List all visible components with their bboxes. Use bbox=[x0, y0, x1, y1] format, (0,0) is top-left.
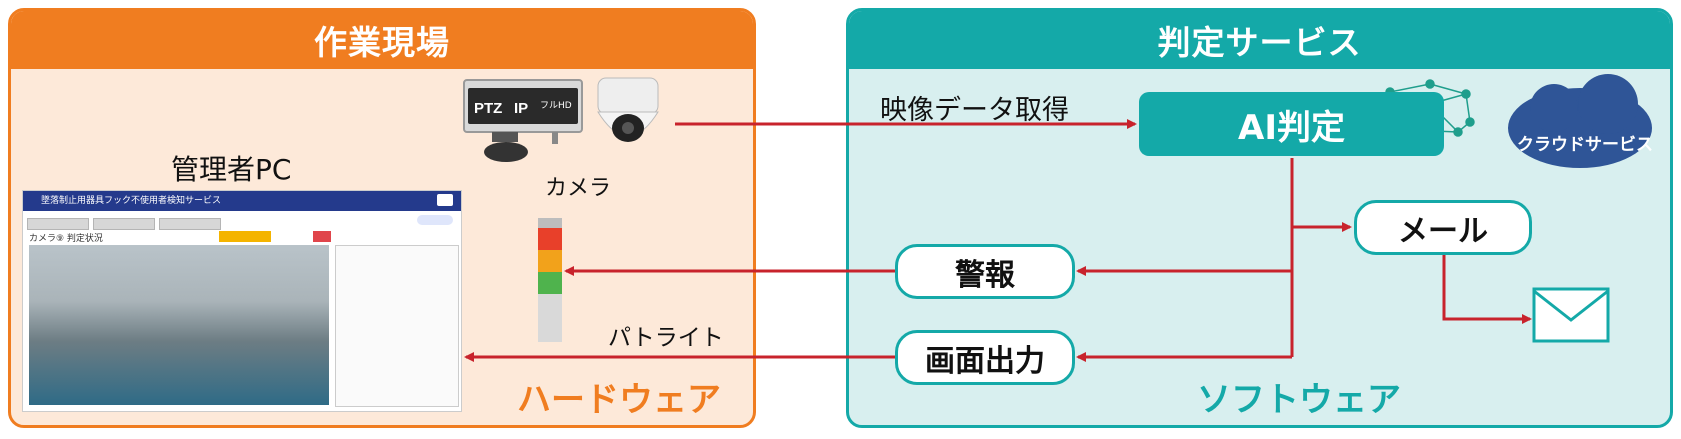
admin-pc-label: 管理者PC bbox=[171, 153, 292, 186]
box-camera-ptz: PTZ bbox=[474, 100, 502, 117]
pc-screen-title: 墜落制止用器具フック不使用者検知サービス bbox=[41, 196, 222, 206]
dome-camera-icon bbox=[597, 77, 659, 142]
mail-node: メール bbox=[1354, 200, 1532, 255]
pc-screen-info-panel bbox=[335, 245, 459, 407]
alarm-node: 警報 bbox=[895, 244, 1075, 299]
pc-screen-status-badge bbox=[219, 231, 271, 242]
box-camera-icon: PTZ IP フルHD bbox=[463, 79, 583, 162]
pc-screen-alert-badge bbox=[313, 231, 331, 242]
ai-judgment-box: AI判定 bbox=[1139, 92, 1444, 156]
work-site-header: 作業現場 bbox=[11, 11, 753, 69]
judgment-service-header: 判定サービス bbox=[849, 11, 1670, 69]
box-camera-hd: フルHD bbox=[540, 101, 572, 111]
pc-screen-titlebar: 墜落制止用器具フック不使用者検知サービス bbox=[23, 191, 461, 211]
mail-envelope-icon bbox=[1532, 287, 1610, 343]
pc-screen-tabs bbox=[27, 215, 447, 230]
cloud-service-label: クラウドサービス bbox=[1517, 135, 1653, 155]
camera-label: カメラ bbox=[545, 176, 612, 201]
screen-output-node: 画面出力 bbox=[895, 330, 1075, 385]
pc-screen-toggle bbox=[417, 215, 453, 225]
pc-screen-label: カメラ⑨ 判定状況 bbox=[29, 234, 103, 244]
cloud-icon bbox=[1508, 74, 1652, 168]
construction-site-photo bbox=[29, 245, 329, 405]
arrow-mail-to-envelope bbox=[1442, 254, 1532, 324]
video-acquisition-label: 映像データ取得 bbox=[880, 95, 1069, 126]
patlite-icon bbox=[538, 218, 562, 342]
patlite-label: パトライト bbox=[608, 325, 724, 351]
software-label: ソフトウェア bbox=[1197, 380, 1401, 420]
pc-screen-button bbox=[437, 194, 453, 206]
box-camera-ip: IP bbox=[514, 100, 528, 117]
flow-arrows bbox=[464, 119, 1532, 362]
admin-pc-screen: 墜落制止用器具フック不使用者検知サービス カメラ⑨ 判定状況 bbox=[22, 190, 462, 412]
hardware-label: ハードウェア bbox=[517, 380, 721, 420]
